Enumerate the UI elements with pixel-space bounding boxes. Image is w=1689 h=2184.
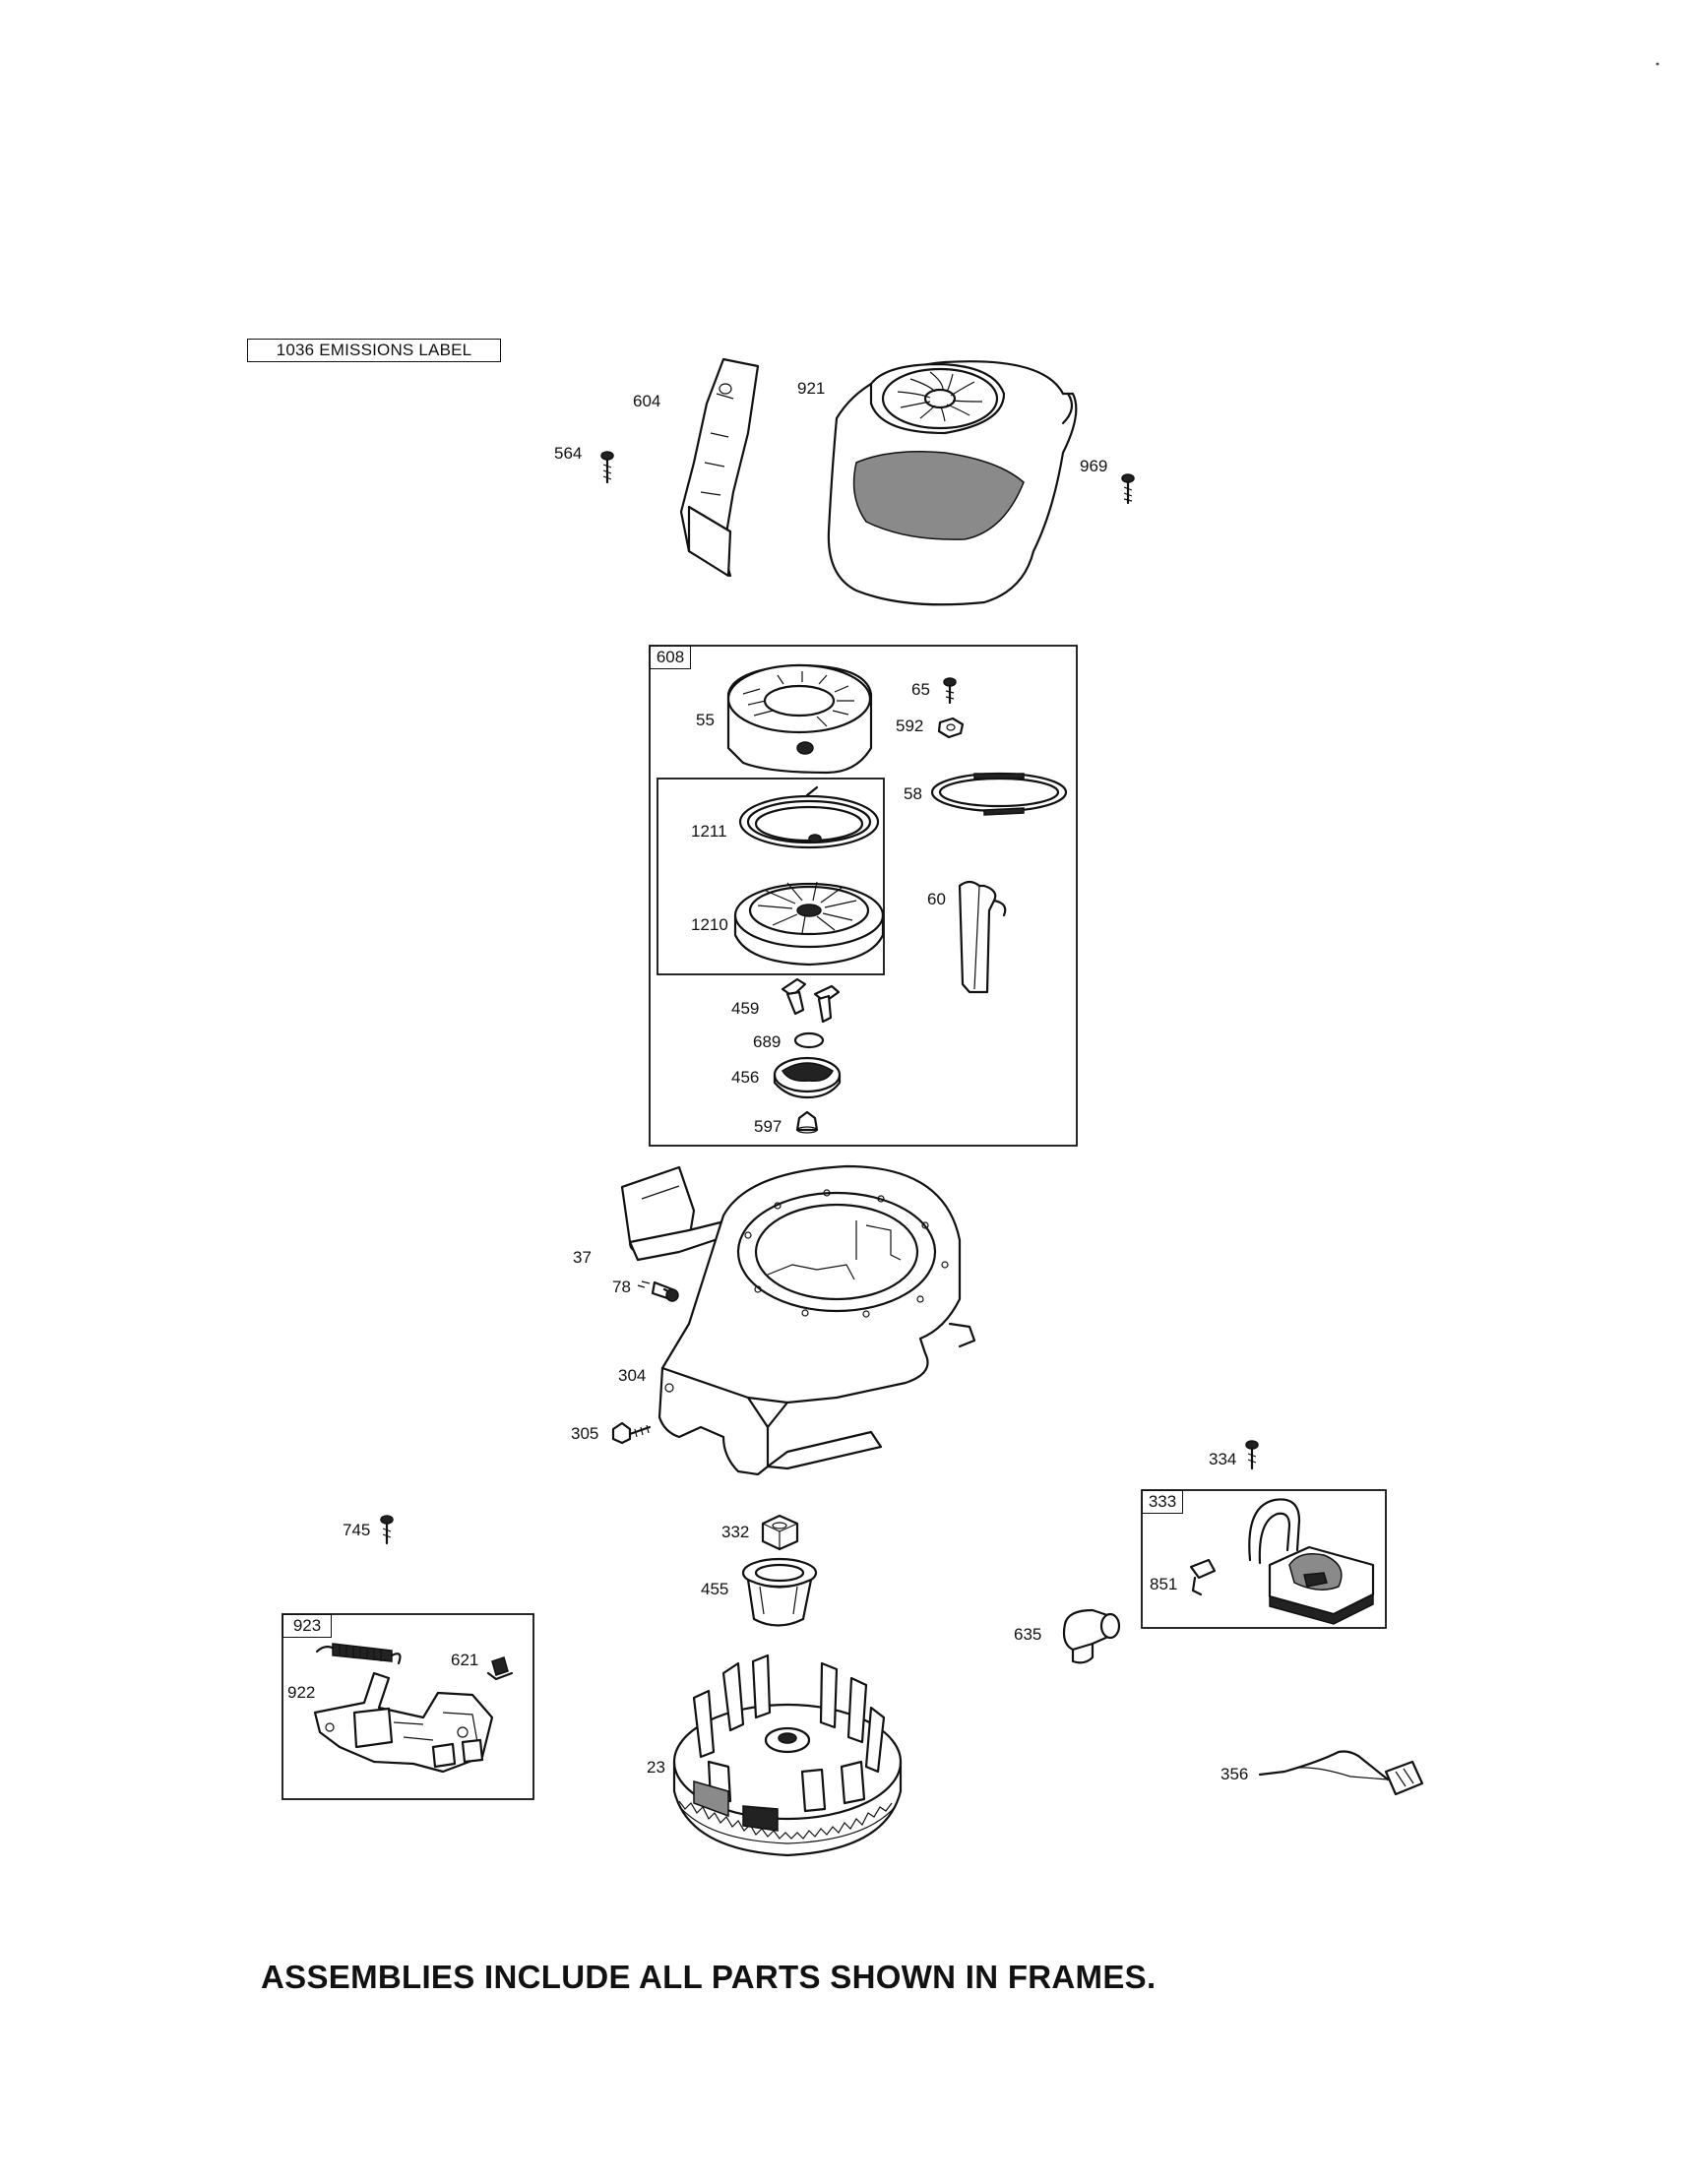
label-597: 597 — [754, 1117, 782, 1136]
emissions-label-text: 1036 EMISSIONS LABEL — [276, 341, 472, 359]
label-356: 356 — [1220, 1765, 1248, 1783]
part-597-screw — [795, 1110, 819, 1134]
label-459: 459 — [731, 999, 759, 1018]
footer-note: ASSEMBLIES INCLUDE ALL PARTS SHOWN IN FR… — [261, 1959, 1157, 1995]
part-356-stop-switch-wire — [1258, 1750, 1424, 1796]
part-635-spark-plug-boot — [1062, 1608, 1121, 1664]
label-55: 55 — [696, 711, 715, 729]
emissions-label-box: 1036 EMISSIONS LABEL — [247, 339, 501, 362]
label-78: 78 — [612, 1278, 631, 1296]
part-455-starter-cup — [741, 1557, 818, 1627]
part-23-flywheel — [672, 1654, 903, 1857]
label-334: 334 — [1209, 1450, 1236, 1468]
frame-608-inner — [657, 778, 885, 975]
frame-333-number: 333 — [1148, 1492, 1177, 1511]
label-455: 455 — [701, 1580, 728, 1598]
label-23: 23 — [647, 1758, 665, 1777]
part-604-cover-plate — [679, 357, 760, 578]
part-58-starter-rope — [930, 772, 1068, 816]
part-65-screw — [943, 677, 957, 705]
part-60-starter-handle — [958, 880, 1007, 994]
label-58: 58 — [904, 784, 922, 803]
part-592-nut — [937, 717, 965, 739]
label-689: 689 — [753, 1032, 781, 1051]
part-332-flywheel-nut — [761, 1514, 799, 1551]
frame-923-tag: 923 — [282, 1614, 332, 1638]
part-305-screw — [611, 1421, 652, 1445]
label-635: 635 — [1014, 1625, 1041, 1644]
part-1210-pulley — [733, 881, 885, 967]
label-304: 304 — [618, 1366, 646, 1385]
label-305: 305 — [571, 1424, 598, 1443]
label-604: 604 — [633, 392, 660, 410]
label-456: 456 — [731, 1068, 759, 1087]
frame-923 — [282, 1613, 534, 1800]
part-621-clip — [486, 1656, 514, 1681]
label-969: 969 — [1080, 457, 1107, 475]
label-592: 592 — [896, 717, 923, 735]
label-851: 851 — [1150, 1575, 1177, 1593]
part-459-pawls — [781, 977, 841, 1024]
label-621: 621 — [451, 1651, 478, 1669]
part-333-ignition-armature — [1248, 1498, 1375, 1625]
part-37-air-guide — [620, 1165, 730, 1262]
frame-608 — [649, 645, 1078, 1147]
frame-333 — [1141, 1489, 1387, 1629]
label-60: 60 — [927, 890, 946, 908]
part-745-screw — [380, 1515, 394, 1545]
label-1211: 1211 — [691, 822, 727, 841]
label-65: 65 — [911, 680, 930, 699]
label-745: 745 — [343, 1521, 370, 1539]
label-1210: 1210 — [691, 915, 728, 934]
part-969-screw — [1121, 473, 1135, 505]
part-334-screw — [1245, 1440, 1259, 1470]
stray-dot — [1656, 62, 1659, 66]
frame-608-tag: 608 — [650, 646, 691, 669]
part-851-ground-wire — [1189, 1558, 1217, 1596]
label-332: 332 — [721, 1523, 749, 1541]
part-689-retainer — [793, 1031, 825, 1049]
frame-923-number: 923 — [292, 1616, 322, 1635]
label-37: 37 — [573, 1248, 592, 1267]
part-78-screw — [637, 1280, 679, 1302]
part-921-blower-housing — [827, 360, 1078, 606]
label-922: 922 — [287, 1683, 315, 1702]
label-564: 564 — [554, 444, 582, 463]
part-922-governor-spring — [315, 1643, 402, 1665]
part-923-governor-bracket — [313, 1671, 494, 1774]
part-1211-rewind-spring — [738, 785, 880, 849]
part-55-starter-housing — [726, 663, 873, 775]
part-456-ratchet — [773, 1056, 842, 1099]
frame-608-number: 608 — [656, 648, 685, 666]
part-564-screw — [600, 451, 614, 484]
label-921: 921 — [797, 379, 825, 398]
part-304-blower-housing — [657, 1164, 976, 1476]
frame-333-tag: 333 — [1142, 1490, 1183, 1514]
